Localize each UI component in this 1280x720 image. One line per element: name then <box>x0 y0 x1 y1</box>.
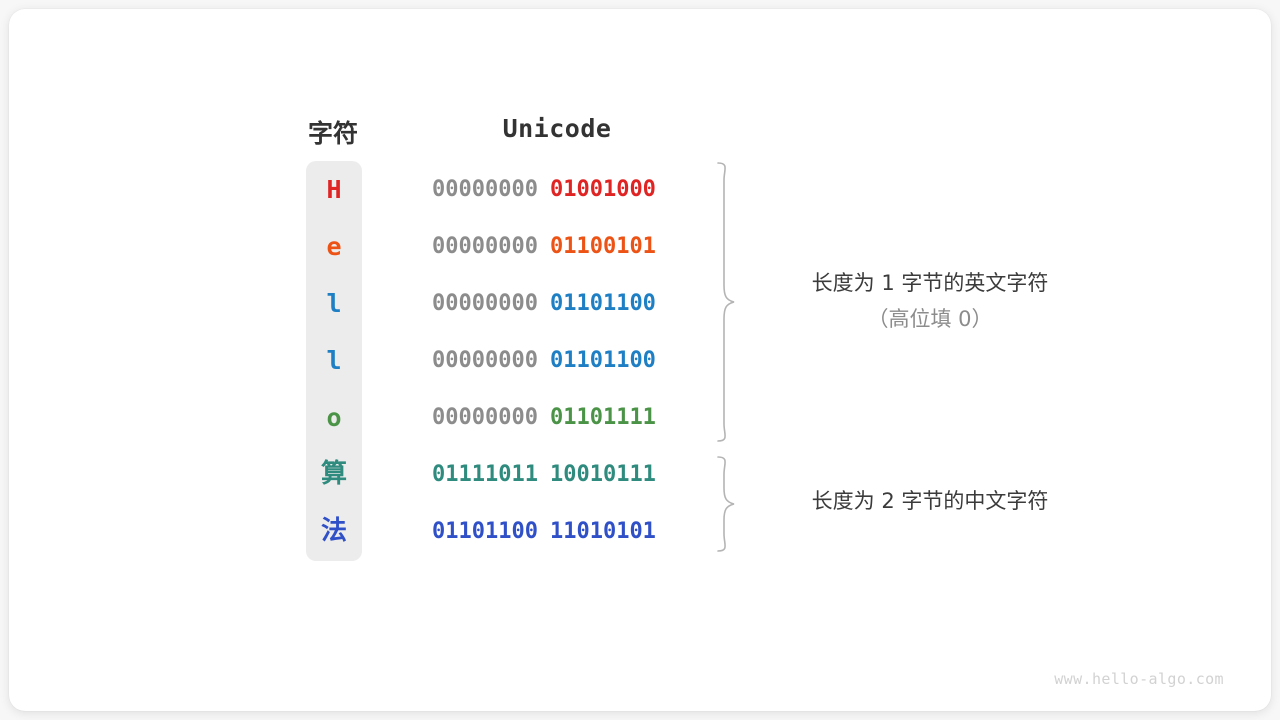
brace-two-byte <box>717 456 735 552</box>
row-unicode-bits: 00000000 01101111 <box>432 389 656 446</box>
character-column-strip <box>306 161 362 561</box>
encoding-row: 法 01101100 11010101 <box>306 503 726 560</box>
row-unicode-bits: 01101100 11010101 <box>432 503 656 560</box>
row-low-byte: 01101111 <box>549 405 656 430</box>
row-high-byte: 01101100 <box>432 519 538 544</box>
row-high-byte: 00000000 <box>432 348 538 373</box>
row-low-byte: 01001000 <box>549 177 656 202</box>
watermark: www.hello-algo.com <box>1054 670 1224 688</box>
annotation-one-byte-line2: （高位填 0） <box>867 307 993 331</box>
row-character: 算 <box>320 459 347 489</box>
row-character: l <box>326 289 342 318</box>
annotation-two-byte-line1: 长度为 2 字节的中文字符 <box>811 489 1049 513</box>
figure-card <box>9 9 1271 711</box>
encoding-row: l 00000000 01101100 <box>306 332 726 389</box>
grouping-braces <box>717 162 735 552</box>
row-high-byte: 00000000 <box>432 177 538 202</box>
column-header-character: 字符 <box>307 120 358 148</box>
row-high-byte: 00000000 <box>432 405 538 430</box>
row-low-byte: 01100101 <box>549 234 656 259</box>
encoding-row: 算 01111011 10010111 <box>306 446 726 503</box>
annotation-two-byte: 长度为 2 字节的中文字符 <box>760 483 1100 519</box>
encoding-row: o 00000000 01101111 <box>306 389 726 446</box>
annotation-one-byte: 长度为 1 字节的英文字符 （高位填 0） <box>760 265 1100 337</box>
row-unicode-bits: 01111011 10010111 <box>432 446 656 503</box>
row-unicode-bits: 00000000 01100101 <box>432 218 656 275</box>
row-low-byte: 10010111 <box>549 462 656 487</box>
encoding-row: e 00000000 01100101 <box>306 218 726 275</box>
row-unicode-bits: 00000000 01001000 <box>432 161 656 218</box>
row-high-byte: 00000000 <box>432 291 538 316</box>
row-unicode-bits: 00000000 01101100 <box>432 275 656 332</box>
row-character: H <box>326 175 342 204</box>
row-character: o <box>326 403 342 432</box>
row-character: 法 <box>320 516 347 546</box>
row-low-byte: 01101100 <box>549 348 656 373</box>
encoding-row: H 00000000 01001000 <box>306 161 726 218</box>
row-character: l <box>326 346 342 375</box>
row-high-byte: 00000000 <box>432 234 538 259</box>
row-low-byte: 11010101 <box>549 519 656 544</box>
encoding-row: l 00000000 01101100 <box>306 275 726 332</box>
row-character: e <box>326 232 342 261</box>
row-high-byte: 01111011 <box>432 462 538 487</box>
brace-one-byte <box>717 162 735 442</box>
annotation-one-byte-line1: 长度为 1 字节的英文字符 <box>811 271 1049 295</box>
column-header-unicode: Unicode <box>502 114 612 143</box>
row-low-byte: 01101100 <box>549 291 656 316</box>
row-unicode-bits: 00000000 01101100 <box>432 332 656 389</box>
